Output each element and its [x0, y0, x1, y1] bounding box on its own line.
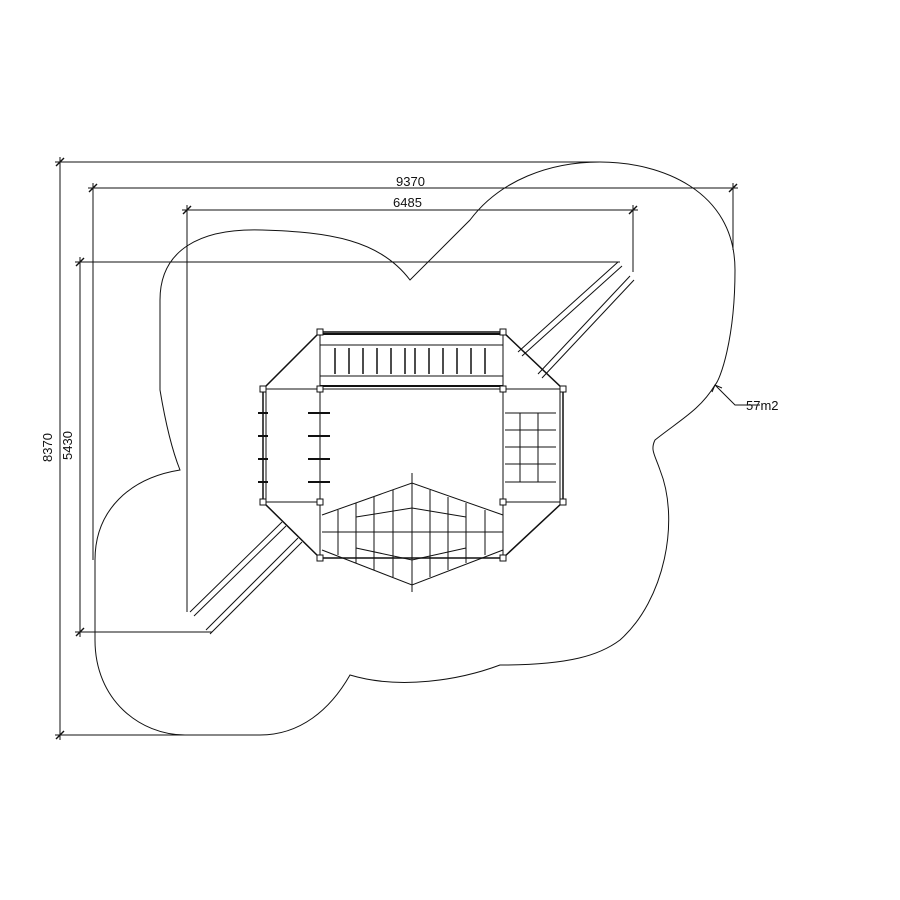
dimension-overall-depth: 8370: [39, 433, 55, 462]
safety-zone-outline: [94, 161, 736, 736]
area-label: 57m2: [746, 398, 779, 413]
ramp-top-right: [517, 261, 635, 379]
dimension-equipment-depth: 5430: [59, 431, 75, 460]
ladder-rungs: [334, 348, 486, 374]
dimension-equipment-width: 6485: [393, 195, 422, 210]
side-rungs: [258, 412, 330, 483]
dimension-lines: [55, 157, 760, 740]
ramp-bottom-left: [189, 521, 303, 635]
fan-climber: [321, 473, 504, 592]
climbing-net: [505, 412, 556, 483]
play-structure: [258, 328, 567, 592]
posts: [259, 328, 567, 562]
dimension-overall-width: 9370: [396, 174, 425, 189]
